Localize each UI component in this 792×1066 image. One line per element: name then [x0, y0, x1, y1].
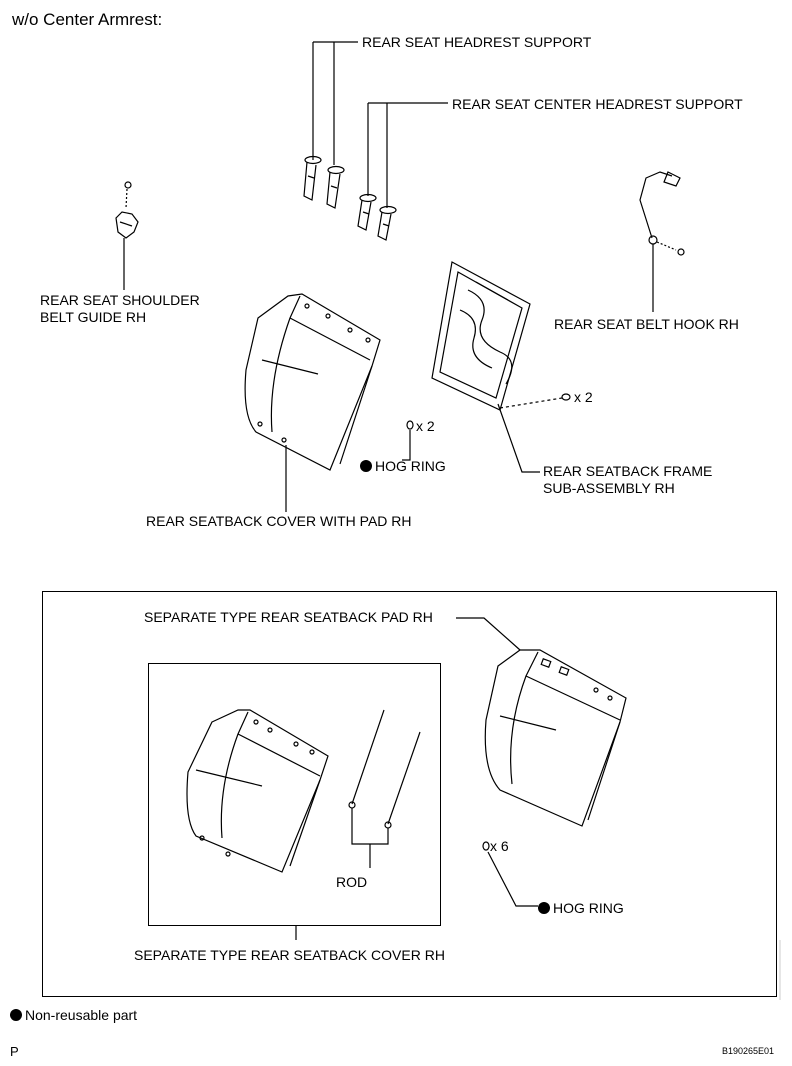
non-reusable-marker [10, 1009, 22, 1021]
label-headrest-support: REAR SEAT HEADREST SUPPORT [362, 34, 592, 50]
label-hog-ring-qty-inset: x 6 [490, 838, 509, 854]
center-headrest-support-right [377, 205, 397, 241]
corner-mark: P [10, 1044, 19, 1059]
label-frame-qty: x 2 [574, 389, 593, 405]
diagram-title: w/o Center Armrest: [12, 10, 163, 29]
headrest-support-right [326, 165, 345, 209]
label-center-headrest-support: REAR SEAT CENTER HEADREST SUPPORT [452, 96, 743, 112]
figure-code: B190265E01 [722, 1046, 775, 1056]
label-hog-ring-qty: x 2 [416, 418, 435, 434]
separate-type-inset [42, 591, 777, 997]
seatback-cover-with-pad-part [244, 293, 381, 512]
label-shoulder-belt-guide-2: BELT GUIDE RH [40, 309, 147, 325]
label-separate-pad: SEPARATE TYPE REAR SEATBACK PAD RH [144, 609, 433, 625]
label-separate-cover: SEPARATE TYPE REAR SEATBACK COVER RH [134, 947, 445, 963]
center-headrest-support-leader [367, 102, 448, 208]
shoulder-belt-guide-part [115, 181, 139, 290]
non-reusable-marker [360, 460, 372, 472]
label-frame-1: REAR SEATBACK FRAME [543, 463, 713, 479]
separate-pad-part [456, 617, 627, 827]
label-cover-with-pad: REAR SEATBACK COVER WITH PAD RH [146, 513, 412, 529]
seatback-frame-part [431, 261, 571, 473]
label-shoulder-belt-guide-1: REAR SEAT SHOULDER [40, 292, 200, 308]
hog-ring-inset-text: HOG RING [553, 900, 624, 916]
label-rod: ROD [336, 874, 368, 890]
center-headrest-support-left [357, 193, 377, 231]
headrest-support-left [303, 155, 322, 201]
hog-ring-inset-part [482, 841, 538, 907]
non-reusable-marker [538, 902, 550, 914]
legend-text: Non-reusable part [25, 1007, 138, 1023]
cover-components-box [148, 663, 441, 926]
legend: Non-reusable part [10, 1007, 137, 1023]
hog-ring-top-part [402, 420, 414, 461]
headrest-support-leader [312, 41, 358, 165]
rod-part [348, 709, 421, 868]
seat-belt-hook-part [639, 171, 685, 312]
label-frame-2: SUB-ASSEMBLY RH [543, 480, 675, 496]
label-hog-ring: HOG RING [360, 458, 446, 474]
hog-ring-text: HOG RING [375, 458, 446, 474]
separate-cover-part [186, 709, 329, 873]
label-belt-hook: REAR SEAT BELT HOOK RH [554, 316, 739, 332]
label-hog-ring-inset: HOG RING [538, 900, 624, 916]
